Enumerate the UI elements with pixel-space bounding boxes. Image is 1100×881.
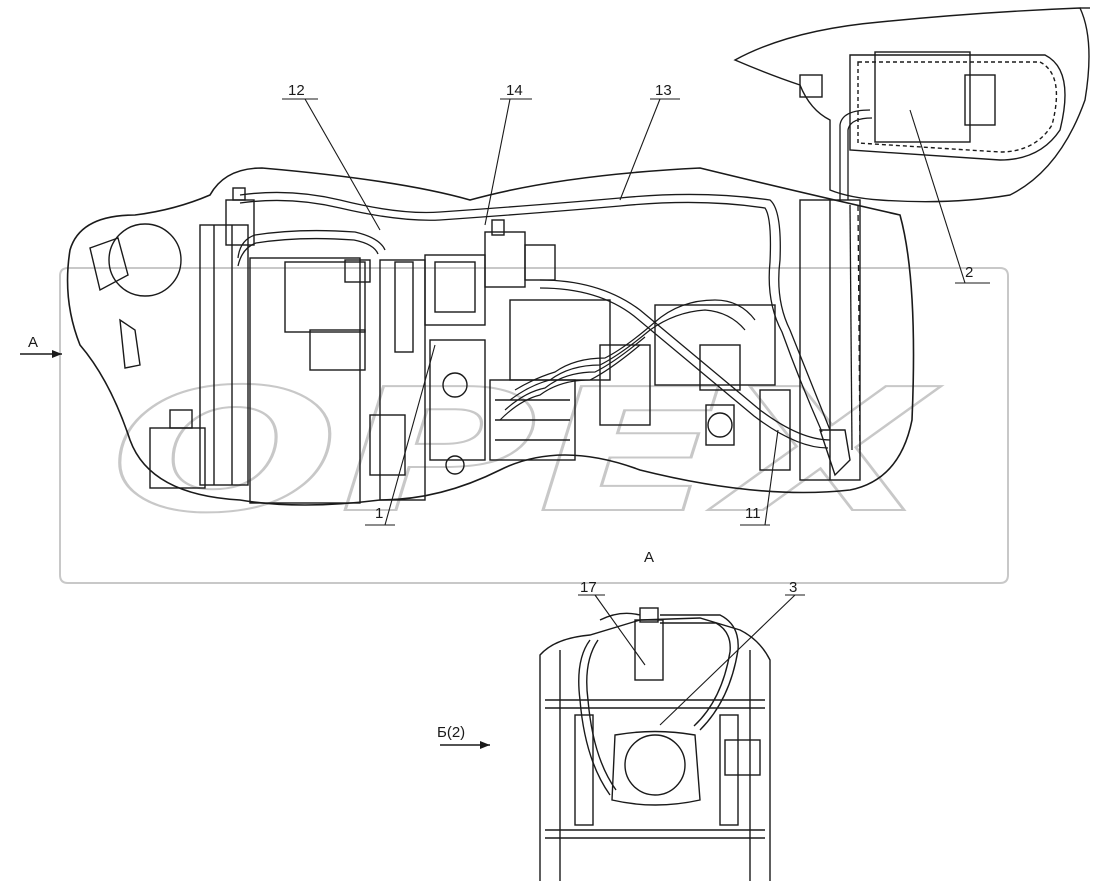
view-title: А [644, 549, 654, 566]
callout-3: 3 [789, 579, 797, 596]
view-a-detail [539, 607, 771, 881]
section-marker-label: Б(2) [437, 724, 465, 741]
callout-1: 1 [375, 505, 383, 522]
section-marker: Б(2) [437, 724, 490, 749]
callout-leaders [282, 98, 990, 526]
detail-callout-leaders [578, 594, 805, 726]
callout-labels: 12 14 13 2 1 11 [288, 82, 973, 522]
watermark: ОРЕХ [59, 267, 1009, 584]
injection-lines [499, 299, 756, 421]
view-marker-left-label: А [28, 334, 38, 351]
callout-13: 13 [655, 82, 672, 99]
callout-11: 11 [745, 505, 761, 522]
callout-14: 14 [506, 82, 523, 99]
callout-17: 17 [580, 579, 597, 596]
fuel-line-13 [237, 191, 831, 433]
engine-compartment-outline [66, 167, 915, 506]
radiator [89, 187, 255, 489]
return-line [539, 109, 873, 451]
engine-block [249, 199, 861, 504]
callout-12: 12 [288, 82, 305, 99]
fuel-tank-area [733, 7, 1090, 203]
watermark-text: ОРЕХ [110, 353, 943, 551]
view-marker-left: А [20, 334, 62, 358]
callout-2: 2 [965, 264, 973, 281]
